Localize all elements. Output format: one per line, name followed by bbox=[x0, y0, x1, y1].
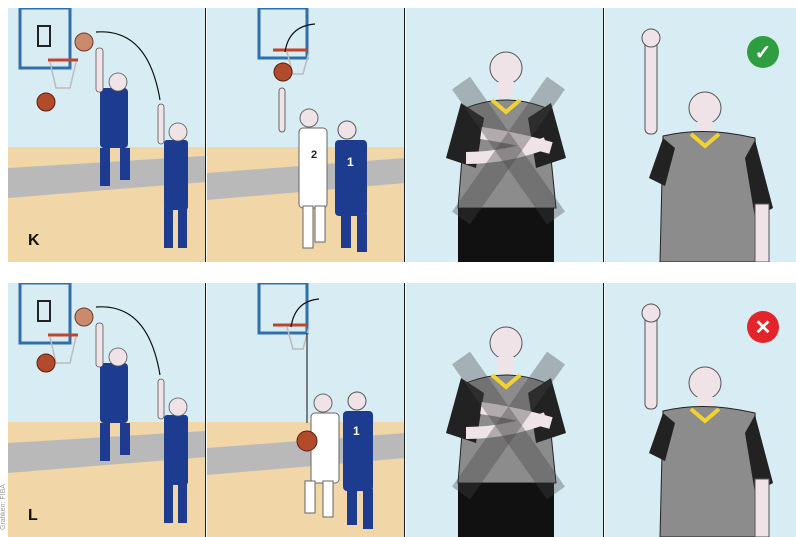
referee-block-scene bbox=[406, 8, 604, 262]
row-label-k: K bbox=[28, 232, 40, 250]
result-badge: ✕ bbox=[747, 311, 779, 343]
row-label-l: L bbox=[28, 507, 38, 525]
panel-referee-raised-fist: ✕ bbox=[605, 283, 796, 537]
panel-referee-raised-fist: ✓ bbox=[605, 8, 796, 262]
panel-referee-block-signal bbox=[406, 8, 604, 262]
check-icon: ✓ bbox=[755, 40, 772, 65]
svg-text:2: 2 bbox=[311, 149, 317, 161]
panel-shot-attempt: K bbox=[8, 8, 206, 262]
illustration-row-k: K 2 bbox=[8, 8, 796, 262]
illustration-row-l: L 1 bbox=[8, 283, 796, 537]
panel-referee-block-signal bbox=[406, 283, 604, 537]
panel-contact: 1 bbox=[207, 283, 405, 537]
shot-scene bbox=[8, 8, 206, 262]
panel-contact: 2 1 bbox=[207, 8, 405, 262]
svg-text:1: 1 bbox=[353, 424, 360, 438]
image-credit: Grafiken: FIBA bbox=[0, 440, 8, 530]
contact-scene: 1 bbox=[207, 283, 405, 537]
cross-icon: ✕ bbox=[755, 315, 772, 340]
svg-text:1: 1 bbox=[347, 155, 354, 169]
contact-scene: 2 1 bbox=[207, 8, 405, 262]
referee-block-scene bbox=[406, 283, 604, 537]
result-badge: ✓ bbox=[747, 36, 779, 68]
panel-shot-attempt: L bbox=[8, 283, 206, 537]
shot-scene bbox=[8, 283, 206, 537]
